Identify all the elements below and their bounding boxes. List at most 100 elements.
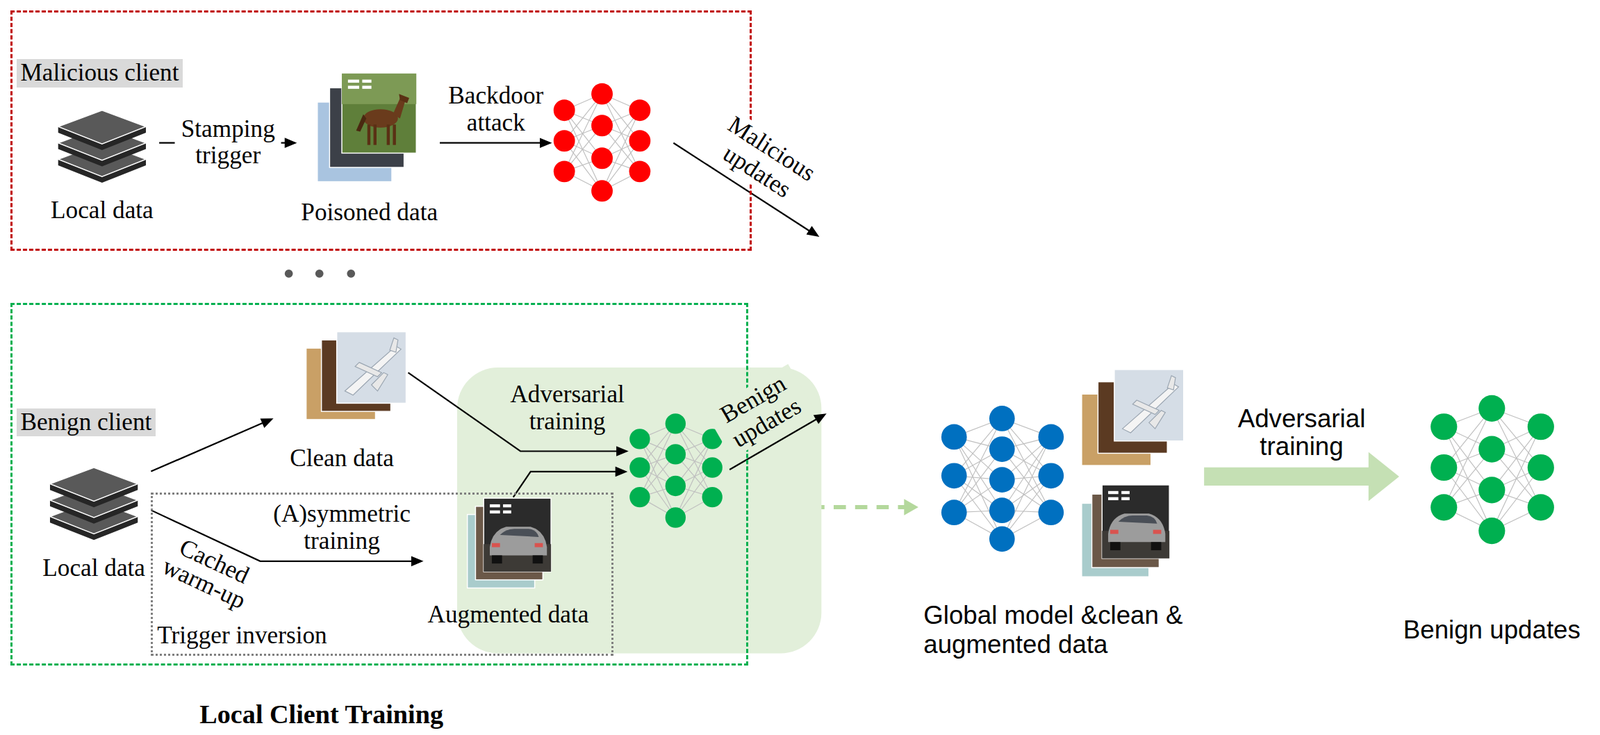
image-stack (1081, 484, 1170, 577)
region-heading: Trigger inversion (157, 621, 327, 651)
ellipsis-dots (284, 269, 294, 278)
network-neuron (628, 99, 651, 121)
node-label: Global model &clean & augmented data (923, 600, 1184, 660)
network-neuron (1478, 395, 1505, 422)
network-neuron (989, 466, 1016, 493)
network-neuron (553, 99, 576, 121)
data-node: Augmented data (423, 496, 594, 634)
network-neuron (628, 129, 651, 152)
data-node: Clean data (273, 326, 411, 478)
caption: Local Client Training (199, 699, 444, 729)
data-node: Local data (45, 102, 160, 230)
arrow-head (813, 413, 827, 424)
network-neuron (628, 160, 651, 183)
network-neuron (1037, 462, 1064, 489)
network-neuron (941, 462, 968, 489)
neural-network (629, 413, 723, 529)
arrow-head (260, 418, 274, 428)
network-neuron (665, 475, 686, 497)
node-label: Augmented data (427, 600, 589, 630)
arrow-head (284, 137, 298, 148)
image-stack (341, 73, 417, 154)
data-stack-icon (50, 467, 138, 540)
network-neuron (629, 457, 650, 478)
network-neuron (941, 499, 968, 526)
network-neuron (629, 428, 650, 449)
network-neuron (553, 129, 576, 152)
neural-networks (553, 83, 1555, 552)
network-neuron (1527, 493, 1555, 521)
data-node: Local data (36, 459, 152, 587)
image-stack (1101, 484, 1170, 559)
ellipsis-dots (346, 269, 356, 278)
arrow-head (616, 446, 629, 457)
connector-group (150, 418, 274, 472)
node-label: Poisoned data (300, 198, 438, 228)
arrow-head (411, 555, 424, 567)
node-label: Local data (42, 554, 146, 583)
annotation: Malicious updates (700, 106, 829, 215)
image-stack (317, 73, 417, 183)
node-label: Benign updates (1403, 615, 1581, 645)
network-neuron (665, 443, 686, 465)
region-heading: Benign client (16, 408, 157, 437)
network-neuron (1478, 517, 1505, 544)
network-neuron (665, 507, 686, 528)
image-stack (306, 332, 407, 420)
image-stack (467, 498, 551, 588)
network-neuron (1478, 476, 1505, 503)
node-label: Local data (50, 196, 154, 226)
arrow-head (615, 466, 629, 478)
image-stack (336, 332, 407, 404)
arrow-head (806, 225, 820, 237)
network-neuron (1527, 454, 1555, 481)
network-neuron (989, 497, 1016, 524)
network-neuron (591, 83, 613, 105)
network-neuron (1478, 435, 1505, 463)
annotation: Adversarial training (508, 381, 626, 436)
edge-label: Stamping trigger (175, 116, 282, 171)
network-neuron (553, 160, 576, 183)
annotation: Backdoor attack (444, 82, 547, 137)
network-neuron (591, 179, 613, 202)
network-neuron (989, 436, 1016, 463)
network-neuron (1037, 499, 1064, 526)
data-node: Poisoned data (296, 67, 442, 232)
edge-label: Adversarial training (1227, 405, 1376, 462)
network-neuron (702, 457, 723, 478)
network-neuron (989, 405, 1016, 432)
image-stack (1081, 369, 1184, 466)
connector (1203, 467, 1378, 486)
model-node: Benign updates (1399, 387, 1585, 649)
network-neuron (665, 413, 686, 434)
arrow-line (439, 142, 543, 144)
neural-network (941, 405, 1064, 552)
network-neuron (1430, 454, 1457, 481)
arrow-head (1368, 452, 1400, 502)
network-neuron (591, 114, 613, 137)
network-neuron (629, 487, 650, 508)
network-neuron (941, 424, 968, 451)
ellipsis-dots (284, 269, 356, 278)
node-label: Clean data (289, 444, 394, 474)
model-node: Global model &clean & augmented data (918, 365, 1204, 667)
neural-network (1430, 395, 1555, 545)
arrow-line (408, 143, 820, 498)
image-stack (483, 498, 551, 572)
network-neuron (1430, 493, 1457, 521)
network-neuron (702, 487, 723, 508)
neural-network (553, 83, 651, 202)
data-stack-icon (58, 110, 146, 183)
client-region: Benign clientLocal data Clean dataTrigger… (10, 302, 749, 665)
connector (150, 421, 266, 472)
network-neuron (1527, 413, 1555, 440)
arrow-head (539, 137, 553, 148)
annotation: Cached warm-up (154, 529, 265, 615)
network-neuron (1037, 424, 1064, 451)
network-neuron (989, 525, 1016, 552)
network-neuron (591, 147, 613, 169)
network-neuron (1430, 413, 1457, 440)
region-heading: Malicious client (16, 59, 184, 88)
